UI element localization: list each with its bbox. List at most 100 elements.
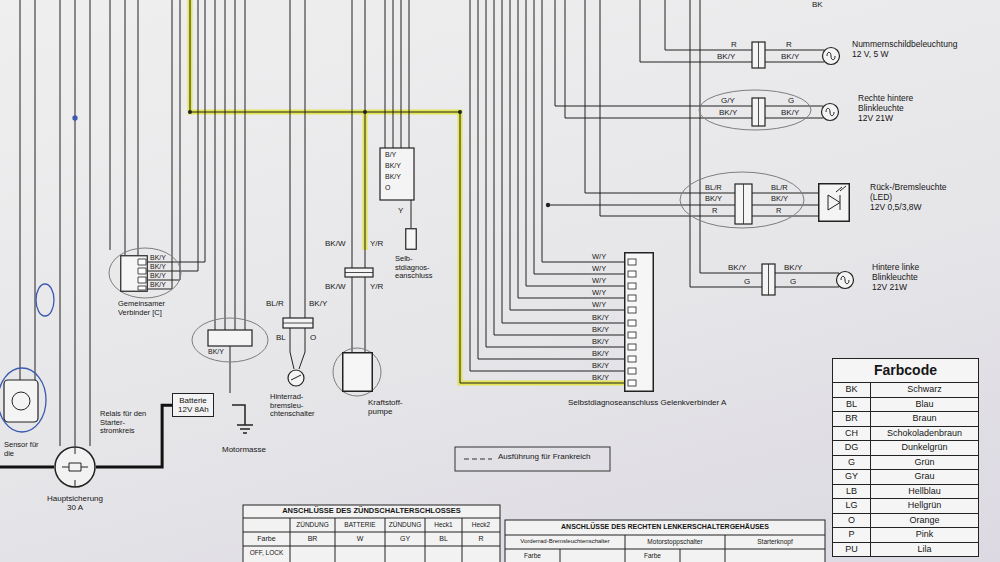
part-label: Sensor für die: [4, 441, 44, 458]
yellow-highlight: [190, 0, 624, 383]
connector-divider: [283, 42, 769, 323]
wire-color-code: BK/Y: [150, 254, 166, 261]
wire-color-code: G: [788, 97, 794, 105]
table-cell: BATTERIE: [335, 521, 385, 528]
wire-color-code: BK/Y: [592, 338, 609, 346]
sensor-symbol: [4, 380, 38, 422]
color-abbreviation: BK: [833, 383, 871, 398]
part-rating: 12V 21W: [872, 283, 952, 293]
symbol-part: [288, 370, 304, 386]
blue-dot: [73, 116, 77, 120]
symbol-part: [822, 104, 839, 121]
color-abbreviation: G: [833, 456, 871, 471]
lamp: Nummernschildbeleuchtung12 V, 5 W: [822, 47, 840, 65]
wire-color-code: BK/Y: [592, 374, 609, 382]
symbol-part: [138, 259, 146, 290]
part-name: Gemeinsamer Verbinder [C]: [118, 300, 178, 317]
part-label: Relais für den Starter- stromkreis: [100, 410, 152, 436]
symbol-part: [624, 252, 654, 392]
symbol-part: [287, 369, 305, 387]
junction-dot: [546, 203, 550, 207]
color-abbreviation: O: [833, 514, 871, 529]
symbol-part: [628, 320, 636, 326]
sensor-detail: [12, 392, 30, 410]
junction-dot: [363, 110, 367, 114]
symbol-part: [628, 307, 636, 313]
color-name: Hellblau: [871, 485, 979, 500]
common-connector: Gemeinsamer Verbinder [C]: [120, 255, 148, 292]
legend-text: Ausführung für Frankreich: [498, 453, 591, 461]
part-rating: 12V 0,5/3,8W: [870, 203, 965, 213]
symbol-part: [406, 229, 417, 250]
table-cell: ANSCHLÜSSE DES ZÜNDSCHALTERSCHLOSSES: [243, 507, 500, 516]
part-name: Hinterrad- bremsleu- chtenschalter: [270, 393, 326, 419]
table-cell: Vorderrad-Bremsleuchtenschalter: [505, 538, 625, 545]
color-code-table: FarbcodeBKSchwarzBLBlauBRBraunCHSchokola…: [832, 358, 979, 557]
part-label: Motormasse: [222, 446, 266, 454]
table-cell: W: [335, 535, 385, 543]
wire-color-code: BK/Y: [728, 264, 746, 272]
wire-color-code: Y/R: [370, 240, 383, 248]
symbol-part: [836, 271, 854, 289]
color-name: Lila: [871, 543, 979, 558]
legend-box: [455, 447, 610, 471]
symbol-part: [822, 47, 840, 65]
symbol-part: [828, 186, 846, 210]
symbol-part: [837, 272, 854, 289]
symbol-part: [628, 283, 636, 289]
junction-dots: [188, 110, 550, 207]
connector: [380, 148, 414, 200]
node-caption: Nummernschildbeleuchtung12 V, 5 W: [852, 40, 957, 60]
wire-color-code: BK/Y: [385, 173, 401, 180]
part-name: Nummernschildbeleuchtung: [852, 40, 957, 50]
wire-color-code: BK/Y: [309, 300, 327, 308]
wire-color-code: BK/Y: [784, 264, 802, 272]
wire-color-code: BL/R: [266, 300, 284, 308]
wire-color-code: G/Y: [721, 97, 735, 105]
node-caption: Gemeinsamer Verbinder [C]: [118, 300, 178, 317]
part-rating: 12V 21W: [858, 114, 933, 124]
table-grid: FarbcodeBKSchwarzBLBlauBRBraunCHSchokola…: [832, 358, 979, 557]
wire-color-code: BK/W: [325, 240, 345, 248]
symbol-part: [841, 276, 849, 284]
wire-color-code: Y: [398, 207, 403, 215]
node-spec: 12V 8Ah: [178, 405, 208, 414]
symbol-part: [628, 368, 636, 374]
wire-color-code: BL/R: [705, 184, 722, 192]
color-abbreviation: BL: [833, 398, 871, 413]
wire-color-code: BK/Y: [592, 326, 609, 334]
wire-color-code: BK: [812, 1, 823, 9]
part-name: Hauptsicherung 30 A: [42, 494, 108, 512]
wire-color-code: O: [385, 184, 390, 191]
color-name: Blau: [871, 398, 979, 413]
node-caption: Hintere linke Blinkleuchte12V 21W: [872, 263, 952, 292]
symbol-part: [342, 352, 373, 392]
table-cell: Farbe: [505, 552, 560, 559]
wire-color-code: O: [310, 334, 316, 342]
wire-color-code: BK/Y: [592, 362, 609, 370]
table-frame: [243, 505, 500, 562]
pencil-marks: [109, 90, 811, 396]
symbol-part: [55, 447, 95, 487]
pencil-circle: [109, 248, 181, 298]
pencil-circle: [699, 90, 811, 130]
color-name: Grün: [871, 456, 979, 471]
symbol-part: [628, 271, 636, 277]
joint-connector: Selbstdiagnoseanschluss Gelenkverbinder …: [624, 252, 654, 392]
color-abbreviation: GY: [833, 470, 871, 485]
symbol-part: [818, 183, 850, 222]
part-name: Hintere linke Blinkleuchte: [872, 263, 952, 283]
part-rating: 12 V, 5 W: [852, 50, 957, 60]
symbol-part: [628, 344, 636, 350]
symbol-part: [628, 332, 636, 338]
pencil-circle: [680, 172, 804, 228]
wire-color-code: W/Y: [592, 265, 606, 273]
part-name: Rechte hintere Blinkleuchte: [858, 94, 933, 114]
color-abbreviation: DG: [833, 441, 871, 456]
part-name: Kraftstoff- pumpe: [368, 398, 418, 416]
wire-color-code: BK/Y: [781, 53, 799, 61]
wire-color-code: BK/Y: [150, 281, 166, 288]
table-cell: Motorstoppschalter: [625, 538, 725, 545]
table-cell: GY: [385, 535, 425, 543]
